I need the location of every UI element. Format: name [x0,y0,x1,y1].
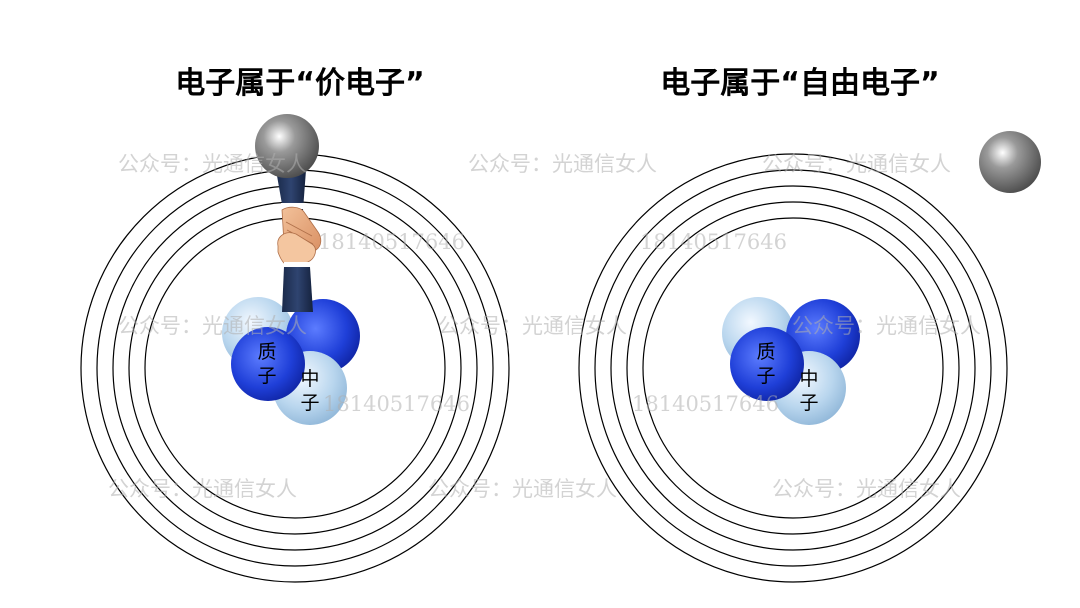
electron-bound [255,114,319,178]
electron-free [979,131,1041,193]
proton-label-2: 子 [756,365,775,387]
title-valence-electron: 电子属于“价电子” [175,66,425,101]
nucleus-right: 质 子 中 子 [722,297,860,425]
proton-label-1: 质 [257,341,276,363]
proton-label-2: 子 [257,365,276,387]
orbit-ring [626,201,960,535]
neutron-label-2: 子 [300,392,319,414]
neutron-label-1: 中 [799,368,818,390]
orbit-ring [642,217,944,519]
neutron-label-2: 子 [799,392,818,414]
title-free-electron: 电子属于“自由电子” [660,66,940,101]
neutron-label-1: 中 [300,368,319,390]
proton [730,327,804,401]
orbits-right [578,153,1008,583]
orbits-left [80,153,510,583]
proton [231,327,305,401]
orbit-ring [610,185,976,551]
orbit-ring [594,169,992,567]
proton-label-1: 质 [756,341,775,363]
orbit-ring [578,153,1008,583]
nucleus-left: 质 子 中 子 [222,297,360,425]
handshake-icon [276,170,322,312]
